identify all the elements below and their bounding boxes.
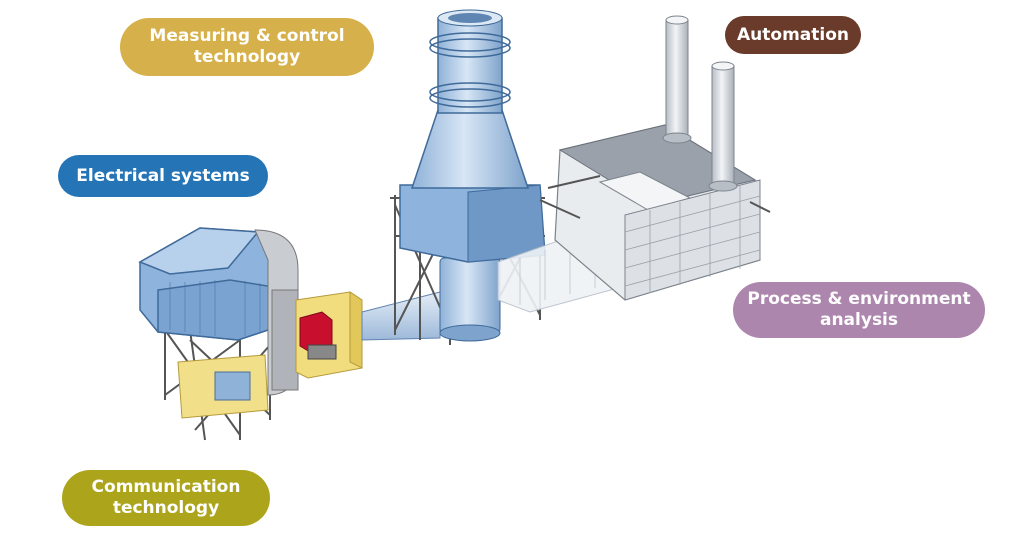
boiler-house [138, 227, 299, 441]
electrical-systems-label: Electrical systems [58, 155, 268, 197]
communication-technology-label: Communication technology [62, 470, 270, 526]
flue-gas-duct [295, 291, 363, 379]
stack-tower [390, 9, 546, 345]
plant-building [539, 15, 771, 301]
process-environment-label: Process & environment analysis [733, 282, 985, 338]
measuring-control-label: Measuring & control technology [120, 18, 374, 76]
automation-label: Automation [725, 16, 861, 54]
